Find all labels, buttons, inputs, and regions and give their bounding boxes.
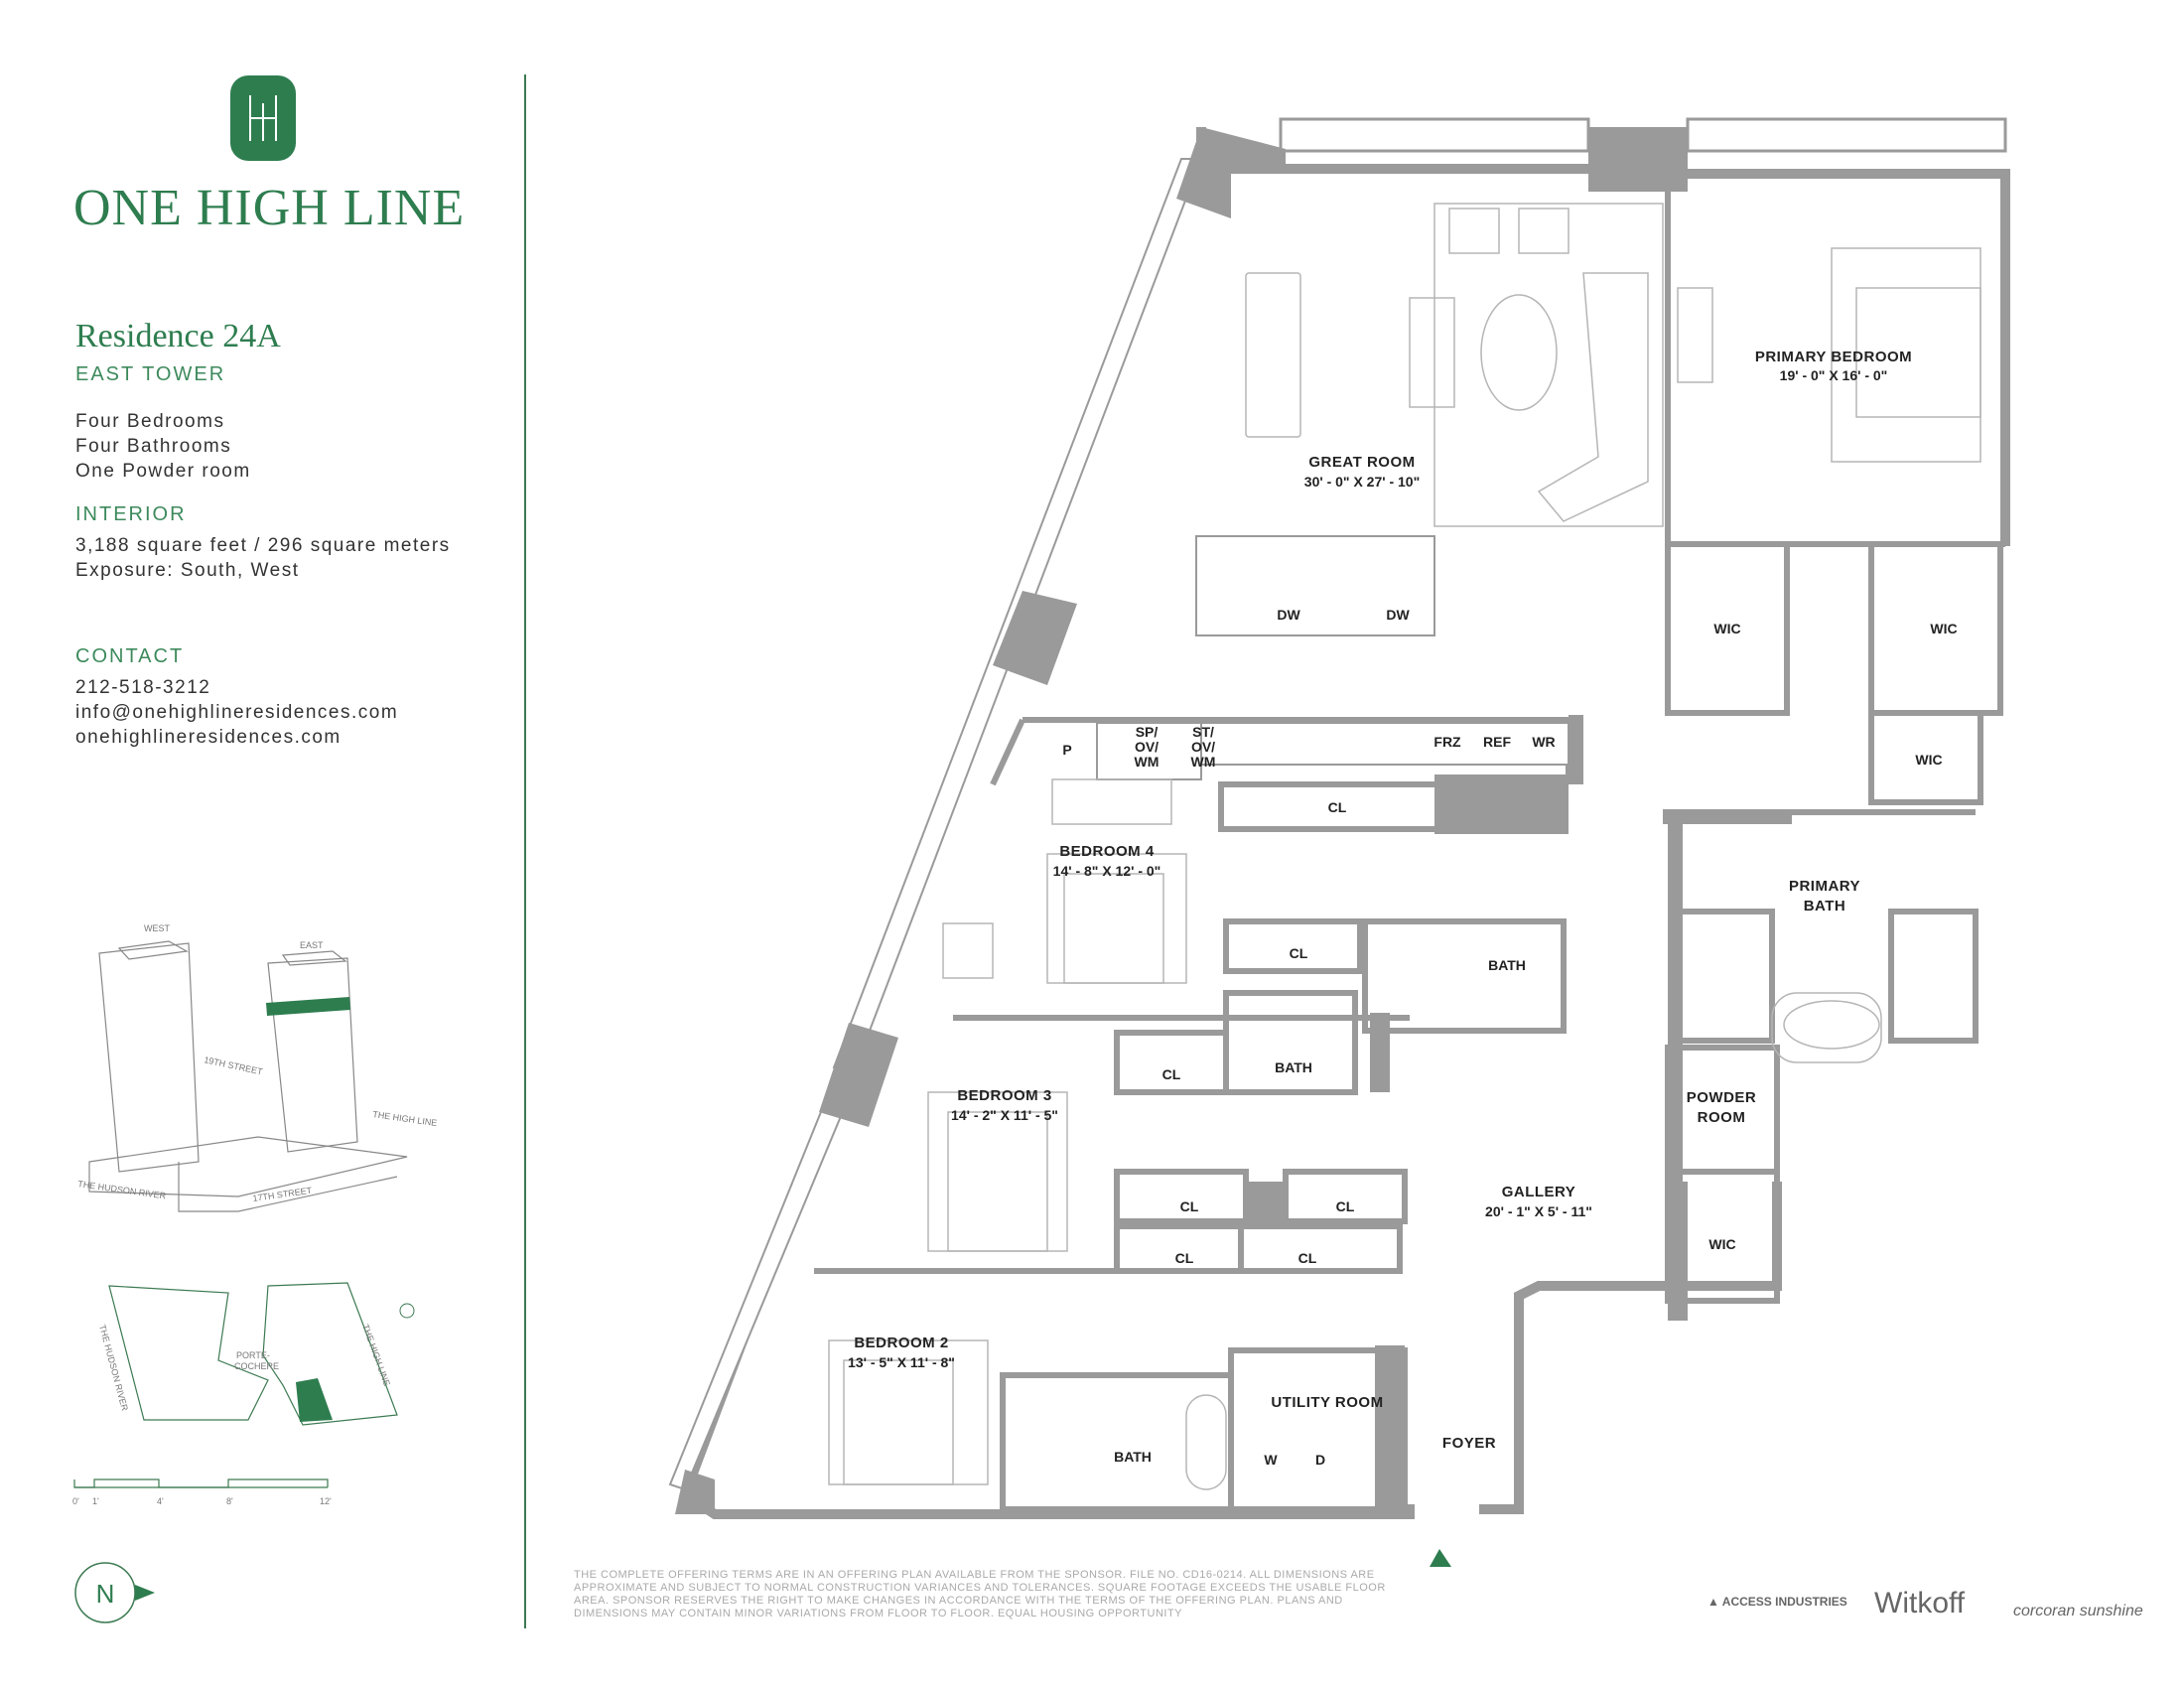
scale-tick-8: 8' <box>226 1496 233 1506</box>
wic-foyer-label: WIC <box>1708 1236 1735 1252</box>
contact-web[interactable]: onehighlineresidences.com <box>75 727 341 748</box>
feature-bathrooms: Four Bathrooms <box>75 436 232 457</box>
scale-bar: 0' 1' 4' 8' 12' <box>72 1478 332 1506</box>
washer-label: W <box>1264 1452 1278 1468</box>
bedroom3-dims: 14' - 2" X 11' - 5" <box>951 1107 1058 1123</box>
interior-exposure: Exposure: South, West <box>75 560 300 581</box>
sp-label-1: SP/ <box>1136 724 1159 740</box>
st-label-1: ST/ <box>1192 724 1214 740</box>
great-room-label: GREAT ROOM <box>1308 454 1415 471</box>
dw-right-label: DW <box>1386 607 1410 623</box>
gallery-dims: 20' - 1" X 5' - 11" <box>1485 1203 1592 1219</box>
key-east-label: EAST <box>300 940 324 950</box>
room-labels: GREAT ROOM 30' - 0" X 27' - 10" PRIMARY … <box>848 349 1912 1452</box>
bedroom2-dims: 13' - 5" X 11' - 8" <box>848 1354 955 1370</box>
sidebar-divider <box>524 74 526 1628</box>
closet-gallery-4-label: CL <box>1298 1250 1317 1266</box>
frz-label: FRZ <box>1433 734 1461 750</box>
scale-tick-4: 4' <box>157 1496 164 1506</box>
closet-gallery-2-label: CL <box>1336 1198 1355 1214</box>
access-logo-icon: ▲ <box>1707 1595 1719 1609</box>
dw-left-label: DW <box>1277 607 1300 623</box>
compass-n-label: N <box>96 1579 115 1609</box>
wic-primary-small-label: WIC <box>1915 752 1942 768</box>
utility-room-label: UTILITY ROOM <box>1271 1394 1383 1411</box>
primary-bath-label-2: BATH <box>1804 898 1846 914</box>
closet-bed3-label: CL <box>1162 1066 1181 1082</box>
scale-tick-12: 12' <box>320 1496 332 1506</box>
brand-title: ONE HIGH LINE <box>73 180 466 236</box>
sp-label-3: WM <box>1135 754 1160 770</box>
bedroom4-dims: 14' - 8" X 12' - 0" <box>1053 863 1161 879</box>
interior-area: 3,188 square feet / 296 square meters <box>75 535 451 556</box>
st-label-3: WM <box>1191 754 1216 770</box>
great-room-dims: 30' - 0" X 27' - 10" <box>1304 474 1420 490</box>
pantry-label: P <box>1062 742 1071 758</box>
bath-bed4-label: BATH <box>1488 957 1526 973</box>
disclaimer-text: THE COMPLETE OFFERING TERMS ARE IN AN OF… <box>574 1569 1386 1619</box>
entry-arrow-icon <box>1430 1549 1451 1567</box>
closet-kitchen-label: CL <box>1328 799 1347 815</box>
powder-room-label-1: POWDER <box>1687 1089 1757 1106</box>
sidebar: ONE HIGH LINE Residence 24A EAST TOWER F… <box>0 0 526 1688</box>
key-plan-diagram: WEST EAST 19TH STREET THE HIGH LINE THE … <box>77 923 438 1212</box>
tower-label: EAST TOWER <box>75 363 226 385</box>
closet-gallery-1-label: CL <box>1180 1198 1199 1214</box>
closet-bed4-label: CL <box>1290 945 1308 961</box>
dryer-label: D <box>1315 1452 1325 1468</box>
wr-label: WR <box>1532 734 1555 750</box>
access-logo-text: ACCESS INDUSTRIES <box>1721 1595 1847 1609</box>
bedroom4-label: BEDROOM 4 <box>1059 843 1155 860</box>
feature-powder: One Powder room <box>75 461 251 482</box>
primary-bath-label-1: PRIMARY <box>1789 878 1860 895</box>
plan-walls <box>668 117 2010 1519</box>
sp-label-2: OV/ <box>1135 739 1159 755</box>
corcoran-sunshine-logo: corcoran sunshine <box>2013 1603 2143 1619</box>
fixture-labels: DW DW P SP/ OV/ WM ST/ OV/ WM FRZ REF WR… <box>1062 607 1957 1468</box>
key-west-label: WEST <box>144 923 171 933</box>
foyer-label: FOYER <box>1442 1435 1496 1452</box>
contact-email[interactable]: info@onehighlineresidences.com <box>75 702 399 723</box>
interior-heading: INTERIOR <box>75 503 187 525</box>
residence-title: Residence 24A <box>75 318 281 354</box>
bedroom2-label: BEDROOM 2 <box>854 1335 948 1351</box>
contact-phone[interactable]: 212-518-3212 <box>75 677 211 698</box>
site-porte-label: PORTE- <box>236 1350 270 1360</box>
north-compass-icon: N <box>74 1562 155 1623</box>
furniture <box>828 203 1981 1490</box>
witkoff-logo: Witkoff <box>1874 1587 1966 1619</box>
primary-bedroom-label: PRIMARY BEDROOM <box>1755 349 1912 365</box>
bath-bed3-label: BATH <box>1275 1059 1312 1075</box>
wic-primary-right-label: WIC <box>1930 621 1957 636</box>
scale-tick-1: 1' <box>92 1496 99 1506</box>
bath-bed2-label: BATH <box>1114 1449 1152 1465</box>
access-industries-logo: ▲ ACCESS INDUSTRIES <box>1707 1595 1847 1609</box>
wic-primary-left-label: WIC <box>1713 621 1740 636</box>
st-label-2: OV/ <box>1191 739 1215 755</box>
primary-bedroom-dims: 19' - 0" X 16' - 0" <box>1780 367 1888 383</box>
feature-bedrooms: Four Bedrooms <box>75 411 225 432</box>
powder-room-label-2: ROOM <box>1698 1109 1746 1126</box>
site-cochere-label: COCHERE <box>234 1361 279 1371</box>
ref-label: REF <box>1483 734 1511 750</box>
brand-logo-icon <box>230 75 296 161</box>
bedroom3-label: BEDROOM 3 <box>957 1087 1051 1104</box>
gallery-label: GALLERY <box>1502 1184 1576 1200</box>
closet-gallery-3-label: CL <box>1175 1250 1194 1266</box>
scale-tick-0: 0' <box>72 1496 79 1506</box>
site-plan-diagram: THE HUDSON RIVER PORTE- COCHERE THE HIGH… <box>97 1282 415 1426</box>
contact-heading: CONTACT <box>75 645 185 667</box>
